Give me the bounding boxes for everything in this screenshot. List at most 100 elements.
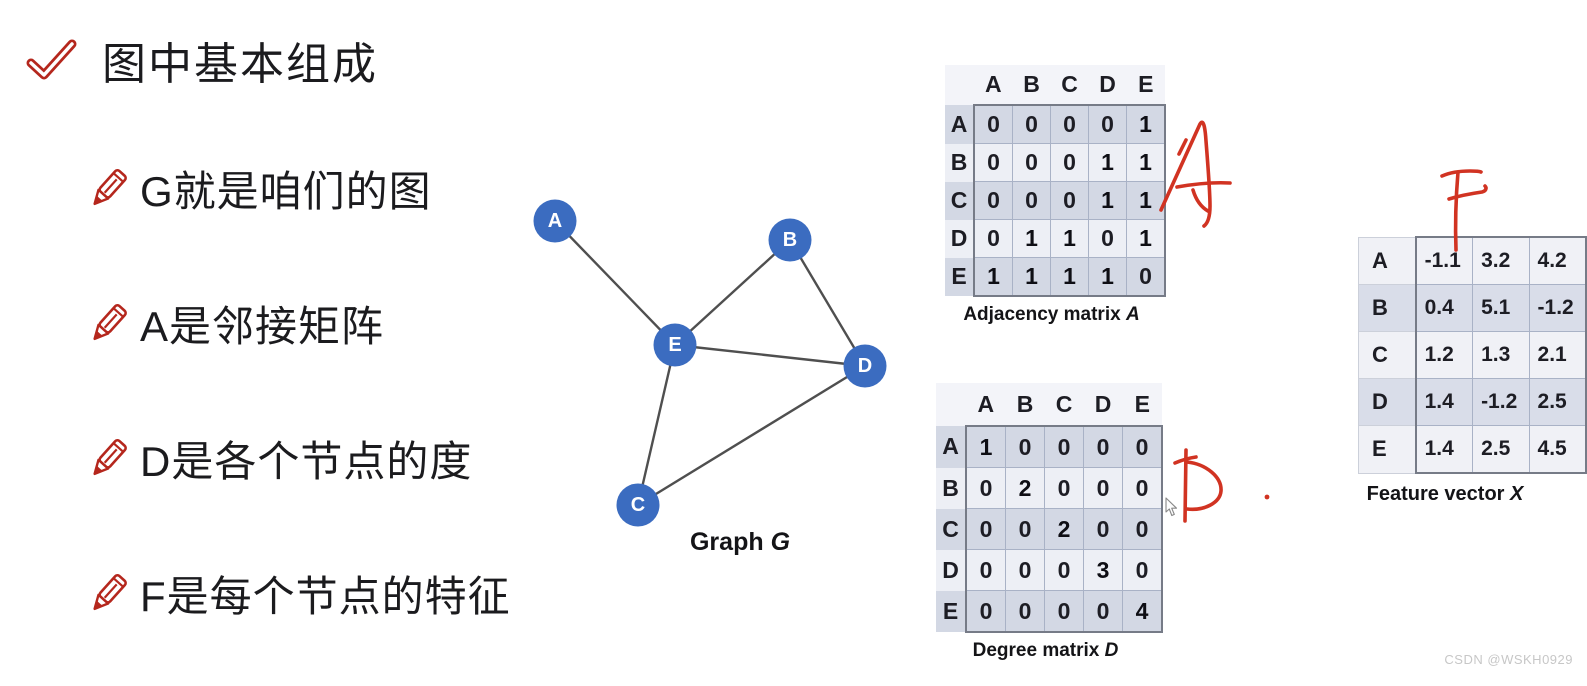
matrix-cell: 0 [973,104,1013,144]
matrix-row-label: A [1357,236,1417,285]
matrix-row-label: A [945,105,974,144]
matrix-cell: 0 [973,219,1013,258]
matrix-cell: 1 [1012,257,1051,297]
graph-node-label-A: A [548,210,562,232]
matrix-cell: 2.5 [1528,378,1587,426]
matrix-cell: 1 [1050,219,1089,258]
matrix-cell: 0 [973,143,1013,182]
bullet-item-f: F是每个节点的特征 [86,563,511,624]
matrix-col-header: B [1005,383,1045,426]
pencil-icon [93,168,127,205]
matrix-cell: 1 [1050,257,1089,297]
matrix-cell: 2 [1044,508,1084,550]
graph-caption: Graph G [540,528,940,557]
bullet-item-a: A是邻接矩阵 [86,293,384,354]
caption-text: Adjacency matrix [963,304,1121,325]
matrix-cell: 1.4 [1414,378,1474,426]
matrix-cell: 1 [1126,143,1166,182]
graph-node-B [768,218,812,262]
matrix-cell: 0 [1005,549,1045,591]
graph-node-label-E: E [668,334,681,356]
matrix-cell: 2.1 [1528,331,1587,379]
matrix-cell: 0 [1083,425,1123,468]
matrix-cell: 1 [1126,219,1166,258]
matrix-cell: 0 [1122,508,1163,550]
adjacency-matrix-caption: Adjacency matrix A [945,304,1158,326]
matrix-cell: 0 [1005,590,1045,633]
graph-edge-A-E [554,220,676,346]
caption-var: X [1510,483,1524,505]
feature-vector-caption: Feature vector X [1320,483,1570,506]
double-check-icon [26,39,77,80]
matrix-cell: 0 [1122,425,1163,468]
bullet-item-g: G就是咱们的图 [86,158,432,219]
matrix-cell: 0 [1012,143,1051,182]
matrix-col-header: C [1050,65,1089,105]
matrix-cell: 1 [1088,181,1127,220]
pencil-icon [93,573,127,610]
bullet-text: D是各个节点的度 [140,438,473,485]
matrix-row-label: E [936,590,966,632]
matrix-col-header: E [1126,65,1165,105]
matrix-cell: 0 [1050,104,1089,144]
matrix-row-label: D [945,219,974,258]
graph-node-label-C: C [631,494,645,516]
matrix-cell: 0 [1083,590,1123,633]
matrix-col-header: B [1012,65,1051,105]
csdn-watermark: CSDN @WSKH0929 [1444,652,1573,667]
red-dot-mark [1264,494,1270,500]
matrix-cell: 0 [1083,508,1123,550]
pencil-icon [93,438,127,475]
bullet-text: A是邻接矩阵 [140,303,385,350]
matrix-cell: 1.4 [1414,425,1474,474]
matrix-cell: 3.2 [1472,236,1530,285]
graph-edge-E-C [636,344,677,506]
graph-caption-text: Graph [689,528,764,556]
mouse-cursor-icon [1165,497,1178,517]
matrix-cell: 1 [1126,181,1166,220]
matrix-cell: 2.5 [1472,425,1530,474]
matrix-cell: 0 [1126,257,1166,297]
matrix-row-label: D [936,549,966,591]
matrix-cell: 0 [1044,549,1084,591]
bullet-item-d: D是各个节点的度 [86,428,472,489]
caption-text: Degree matrix [972,640,1100,661]
matrix-cell: 1 [1012,219,1051,258]
graph-edge-B-D [788,239,867,367]
matrix-cell: 0 [965,549,1006,591]
bullet-text: G就是咱们的图 [140,168,432,215]
matrix-row-label: B [945,143,974,182]
matrix-row-label: C [945,181,974,220]
matrix-row-label: E [1357,425,1417,474]
graph-node-label-D: D [858,355,872,377]
matrix-row-label: B [936,467,966,509]
matrix-col-header: D [1083,383,1123,426]
caption-var: D [1104,640,1119,661]
matrix-row-label: D [1357,378,1417,426]
graph-edge-C-D [637,364,866,507]
section-title: 图中基本组成 [102,40,378,89]
matrix-row-label: E [945,257,974,296]
matrix-cell: 4.5 [1528,425,1587,474]
matrix-row-label: C [936,508,966,550]
matrix-col-header: A [966,383,1006,426]
graph-node-A [533,199,577,243]
bullet-text: F是每个节点的特征 [140,573,511,620]
matrix-col-header: A [974,65,1013,105]
matrix-cell: 0 [1044,425,1084,468]
matrix-cell: 0 [1044,467,1084,509]
graph-node-D [843,344,887,388]
matrix-cell: 0 [1122,467,1163,509]
matrix-cell: 2 [1005,467,1045,509]
matrix-cell: -1.1 [1414,236,1474,285]
matrix-cell: 0 [1050,143,1089,182]
matrix-cell: 4 [1122,590,1163,633]
matrix-cell: 1 [1088,257,1127,297]
matrix-cell: -1.2 [1472,378,1530,426]
outline-title-row: 图中基本组成 [24,28,378,92]
matrix-cell: 1.2 [1414,331,1474,379]
matrix-cell: 1.3 [1472,331,1530,379]
